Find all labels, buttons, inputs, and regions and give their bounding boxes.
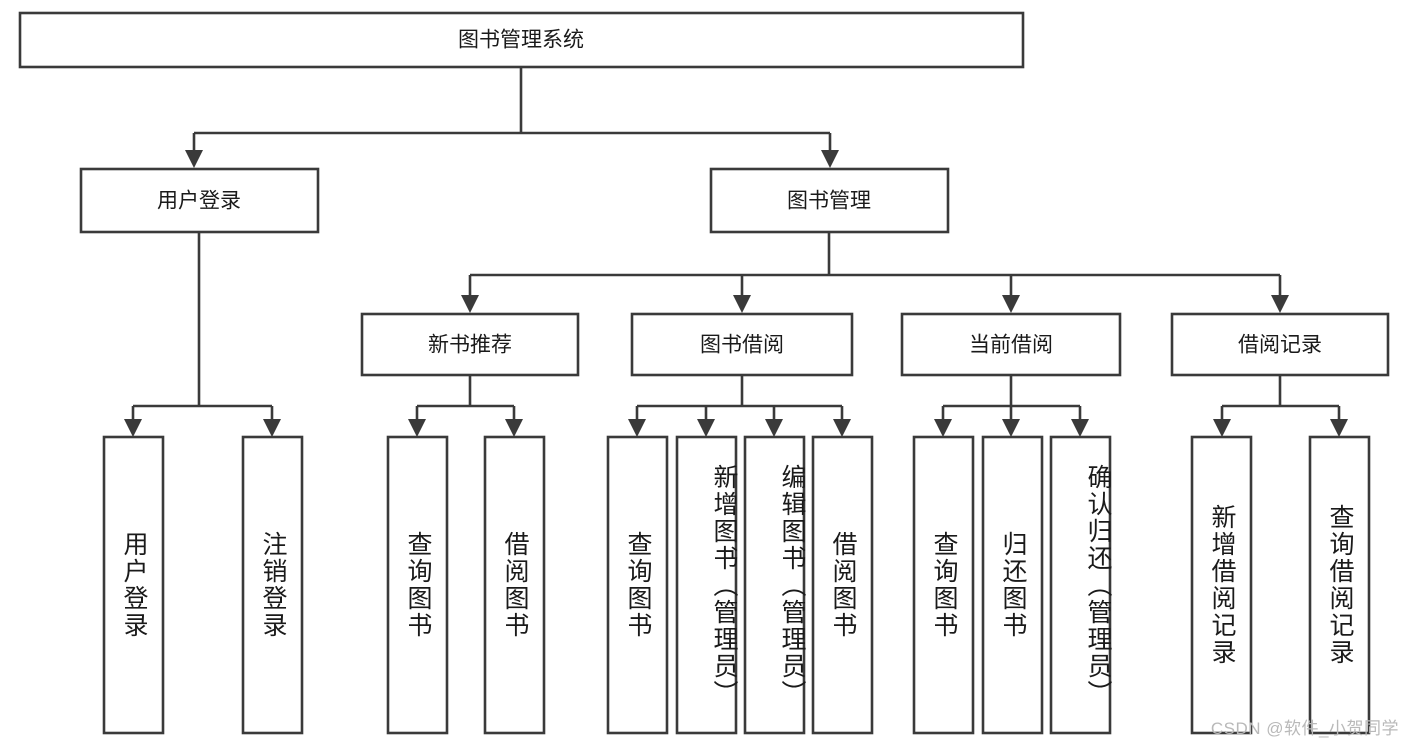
book-management-box-label: 图书管理 xyxy=(787,190,871,213)
arrow-head-icon xyxy=(1002,419,1020,437)
new-book-recommend-box-rect xyxy=(360,312,580,377)
leaf-box-current-borrow-1[interactable] xyxy=(981,435,1044,735)
user-login-box-label: 用户登录 xyxy=(157,190,241,213)
new-book-recommend-box-label: 新书推荐 xyxy=(428,334,512,357)
leaf-box-book-borrow-0[interactable] xyxy=(606,435,669,735)
arrow-head-icon xyxy=(505,419,523,437)
leaf-box-user-login-1[interactable] xyxy=(241,435,304,735)
arrow-head-icon xyxy=(263,419,281,437)
node-root[interactable]: 图书管理系统 xyxy=(18,11,1025,69)
connector-book-borrow-to-leaves xyxy=(628,375,851,437)
user-login-box-rect xyxy=(79,167,320,234)
arrow-head-icon xyxy=(408,419,426,437)
borrow-record-box-label: 借阅记录 xyxy=(1238,334,1322,357)
arrow-head-icon xyxy=(124,419,142,437)
arrow-head-icon xyxy=(821,150,839,168)
arrow-head-icon xyxy=(833,419,851,437)
connector-new-book-recommend-to-leaves xyxy=(408,375,523,437)
arrow-head-icon xyxy=(1071,419,1089,437)
leaf-box-book-borrow-2[interactable] xyxy=(743,435,806,735)
leaf-box-current-borrow-2[interactable] xyxy=(1049,435,1112,735)
root-box-rect xyxy=(18,11,1025,69)
arrow-head-icon xyxy=(733,295,751,313)
node-borrow-record[interactable]: 借阅记录 xyxy=(1170,312,1390,377)
leaf-box-borrow-record-1[interactable] xyxy=(1308,435,1371,735)
arrow-head-icon xyxy=(1330,419,1348,437)
arrow-head-icon xyxy=(1213,419,1231,437)
leaf-box-book-borrow-3[interactable] xyxy=(811,435,874,735)
watermark-text: CSDN @软件_小贺同学 xyxy=(1210,719,1399,738)
arrow-head-icon xyxy=(697,419,715,437)
arrow-head-icon xyxy=(628,419,646,437)
connector-current-borrow-to-leaves xyxy=(934,375,1089,437)
leaf-box-new-book-1[interactable] xyxy=(483,435,546,735)
arrow-head-icon xyxy=(1271,295,1289,313)
connector-book-management-to-level3 xyxy=(461,232,1289,313)
connector-user-login-to-leaves xyxy=(124,232,281,437)
arrow-head-icon xyxy=(185,150,203,168)
node-book-borrow[interactable]: 图书借阅 xyxy=(630,312,854,377)
arrow-head-icon xyxy=(765,419,783,437)
current-borrow-box-label: 当前借阅 xyxy=(969,334,1053,357)
node-book-management[interactable]: 图书管理 xyxy=(709,167,950,234)
leaf-box-book-borrow-1[interactable] xyxy=(675,435,738,735)
node-current-borrow[interactable]: 当前借阅 xyxy=(900,312,1122,377)
leaf-box-new-book-0[interactable] xyxy=(386,435,449,735)
current-borrow-box-rect xyxy=(900,312,1122,377)
arrow-head-icon xyxy=(1002,295,1020,313)
node-user-login[interactable]: 用户登录 xyxy=(79,167,320,234)
arrow-head-icon xyxy=(461,295,479,313)
leaf-box-current-borrow-0[interactable] xyxy=(912,435,975,735)
connector-borrow-record-to-leaves xyxy=(1213,375,1348,437)
leaf-box-borrow-record-0[interactable] xyxy=(1190,435,1253,735)
root-box-label: 图书管理系统 xyxy=(458,29,584,52)
connector-root-to-level2 xyxy=(185,67,839,168)
leaf-box-user-login-0[interactable] xyxy=(102,435,165,735)
node-new-book-recommend[interactable]: 新书推荐 xyxy=(360,312,580,377)
book-borrow-box-label: 图书借阅 xyxy=(700,334,784,357)
arrow-head-icon xyxy=(934,419,952,437)
